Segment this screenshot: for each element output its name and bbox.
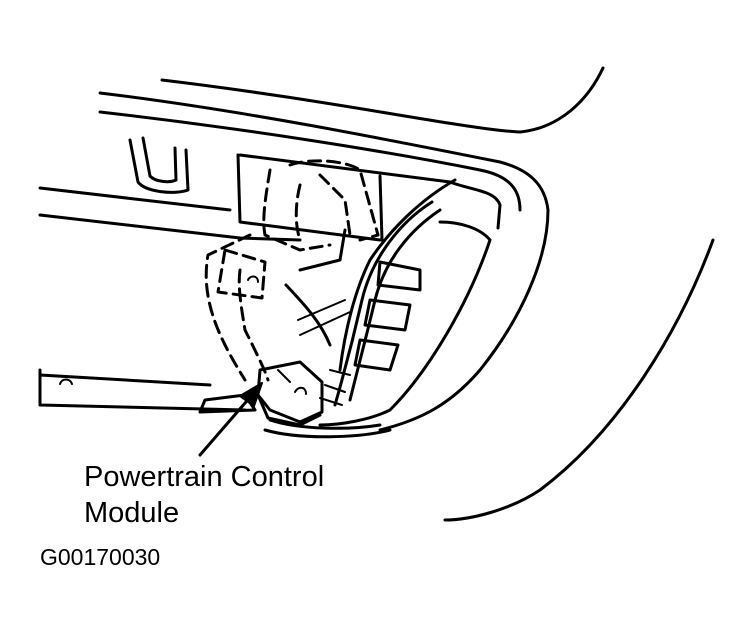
- wiring-harness: [284, 200, 442, 407]
- instrument-panel-outline: [38, 66, 715, 522]
- powertrain-control-module: [256, 360, 324, 427]
- callout-arrow: [198, 382, 263, 457]
- figure-id: G00170030: [40, 544, 161, 570]
- callout-label-line1: Powertrain Control: [84, 461, 325, 493]
- glove-box-opening: [198, 153, 502, 439]
- powertrain-control-module-hidden-outline: [204, 159, 380, 382]
- mounting-bracket: [128, 136, 190, 194]
- callout-label-line2: Module: [84, 497, 180, 529]
